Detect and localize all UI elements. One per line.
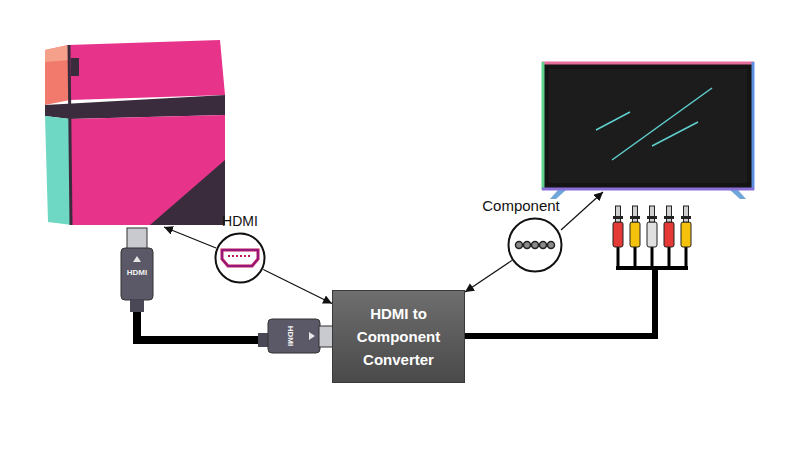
- hdmi-cable: [121, 228, 333, 353]
- component-cable: [465, 206, 691, 336]
- leader-line: [561, 192, 603, 230]
- converter-box: HDMI to Component Converter: [332, 290, 465, 383]
- jack-icon: [548, 242, 555, 249]
- box-label: HDMI to Component Converter: [344, 302, 454, 372]
- callout-heading: Component: [482, 197, 560, 214]
- television: [542, 62, 754, 199]
- jack-icon: [524, 242, 531, 249]
- jack-icon: [540, 242, 547, 249]
- leader-arrow: [263, 270, 332, 304]
- port-callout: HDMI: [214, 232, 266, 284]
- callout-heading: HDMI: [222, 213, 258, 229]
- plug-label: HDMI: [127, 269, 147, 277]
- port-callout: Component: [507, 217, 563, 273]
- game-console: [45, 40, 225, 225]
- hdmi-port-icon: [222, 250, 258, 266]
- plug-label: HDMI: [286, 326, 294, 346]
- leader-line: [164, 227, 216, 248]
- callout-circle: [214, 232, 266, 284]
- jack-icon: [516, 242, 523, 249]
- callout-circle: [507, 217, 563, 273]
- leader-arrow: [465, 261, 512, 292]
- jack-icon: [532, 242, 539, 249]
